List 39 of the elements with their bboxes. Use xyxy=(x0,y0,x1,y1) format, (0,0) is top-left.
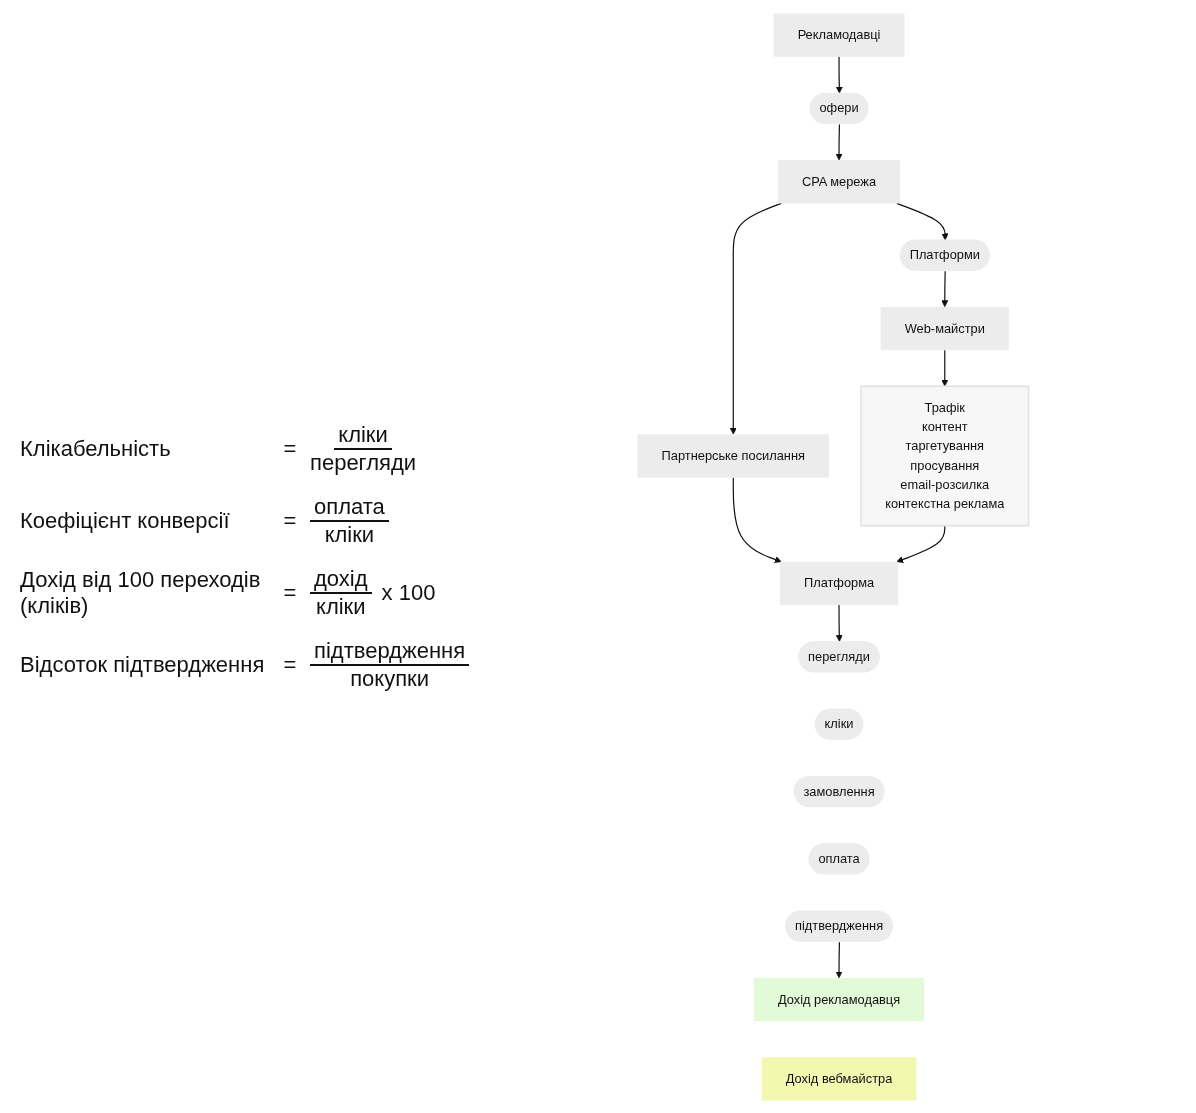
arrow xyxy=(896,202,949,240)
node-box xyxy=(798,640,880,672)
flowchart: Рекламодавці офери CPA мережа Платформи Web-майстри Партнерське посилання Трафік контент таргетування просування email-розсилка контекстна реклама Платформа перегляди кліки замовлення оплата підтвердження Дохід рекламодавця Дохід вебмайстра xyxy=(470,6,1196,1107)
multiplier: x 100 xyxy=(381,579,436,606)
node-box xyxy=(860,384,1030,527)
arrow xyxy=(835,604,843,642)
metric-name: Коефіцієнт конверсії xyxy=(20,507,231,534)
numerator: кліки xyxy=(334,421,392,450)
metric-name: Дохід від 100 переходів (кліків) xyxy=(20,566,262,619)
metric-name: Клікабельність xyxy=(20,435,172,462)
node-box xyxy=(773,12,905,57)
arrow xyxy=(941,270,949,307)
equals-sign: = xyxy=(282,579,298,606)
arrow xyxy=(896,524,946,563)
node-box xyxy=(880,306,1009,350)
arrow xyxy=(835,123,843,160)
node-box xyxy=(753,977,925,1021)
arrow xyxy=(835,941,843,978)
arrow xyxy=(732,476,782,563)
node-box xyxy=(779,561,899,605)
arrow xyxy=(835,55,843,93)
denominator: покупки xyxy=(350,665,429,692)
denominator: кліки xyxy=(324,521,375,548)
equals-sign: = xyxy=(282,507,298,534)
node-box xyxy=(637,433,829,478)
node-box xyxy=(761,1056,917,1101)
denominator: перегляди xyxy=(310,449,417,476)
denominator: кліки xyxy=(316,593,366,620)
numerator: дохід xyxy=(310,565,372,594)
metric-name: Відсоток підтвердження xyxy=(20,651,266,678)
arrow xyxy=(941,349,949,387)
equals-sign: = xyxy=(282,651,298,678)
node-box xyxy=(785,910,893,942)
arrow xyxy=(729,202,782,435)
equals-sign: = xyxy=(282,435,298,462)
numerator: оплата xyxy=(310,493,389,522)
numerator: підтвердження xyxy=(310,637,470,666)
node-box xyxy=(777,159,901,203)
node-box xyxy=(899,239,990,271)
